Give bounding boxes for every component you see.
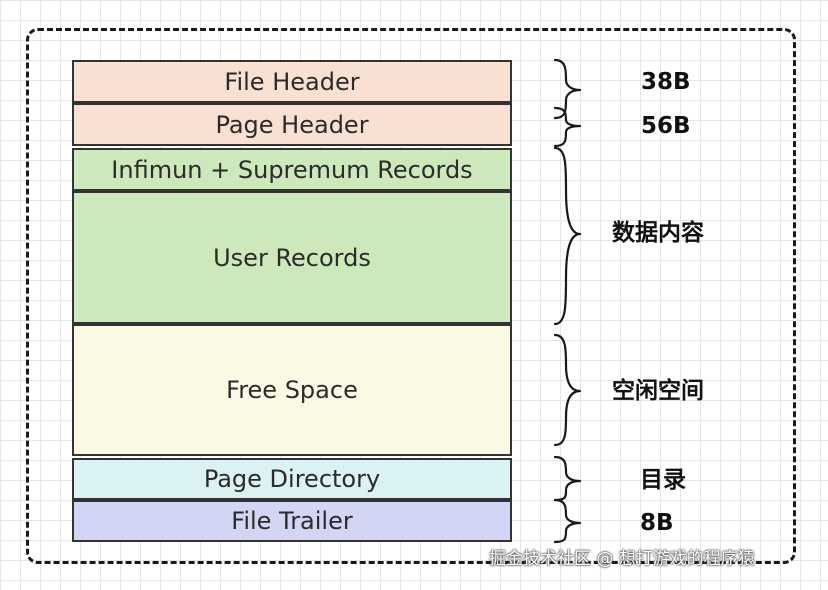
page-directory-block: Page Directory: [72, 458, 512, 500]
page-directory-label: Page Directory: [203, 465, 381, 493]
page-header-label: Page Header: [215, 110, 369, 139]
brace-page-directory: [553, 455, 582, 502]
free-space-label: Free Space: [226, 376, 358, 404]
file-trailer-block: File Trailer: [72, 500, 512, 542]
infimum-supremum-block: Infimun + Supremum Records: [72, 148, 512, 191]
idle-space-label: 空闲空间: [612, 378, 704, 404]
file-header-size: 38B: [641, 69, 691, 95]
brace-data-content: [553, 146, 582, 326]
dashed-frame: [26, 28, 796, 564]
file-trailer-size: 8B: [640, 510, 674, 536]
infimum-supremum-label: Infimun + Supremum Records: [111, 155, 473, 184]
user-records-block: User Records: [72, 191, 512, 324]
file-header-block: File Header: [72, 60, 512, 103]
directory-label: 目录: [640, 467, 686, 493]
free-space-block: Free Space: [72, 324, 512, 456]
watermark: 掘金技术社区 @ 想打游戏的程序猿: [489, 549, 755, 569]
file-trailer-label: File Trailer: [231, 507, 353, 535]
brace-free-space: [553, 333, 582, 447]
page-header-block: Page Header: [72, 103, 512, 146]
file-header-label: File Header: [224, 67, 360, 96]
brace-file-trailer: [553, 498, 582, 544]
data-content-label: 数据内容: [612, 220, 704, 246]
user-records-label: User Records: [213, 243, 371, 272]
page-header-size: 56B: [641, 113, 691, 139]
brace-file-header: [553, 58, 582, 120]
brace-page-header: [553, 106, 582, 148]
